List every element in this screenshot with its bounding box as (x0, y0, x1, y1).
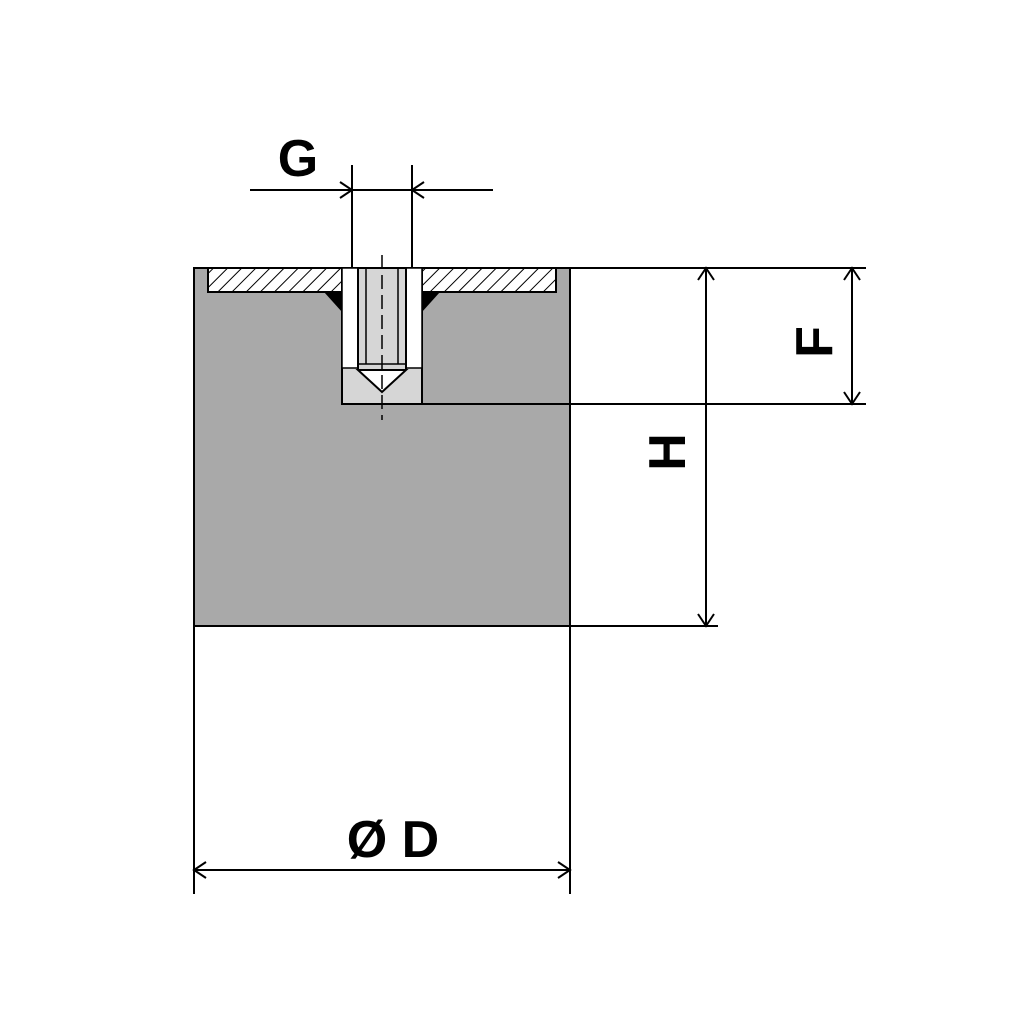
bore-inner-clearance-right (405, 267, 423, 369)
weld-left (324, 292, 342, 312)
metal-plate-right (421, 267, 557, 293)
label-f: F (786, 326, 844, 358)
dimension-d (192, 861, 572, 879)
dimension-f (843, 266, 861, 406)
label-d: Ø D (347, 811, 439, 869)
bore-inner-clearance (341, 267, 359, 369)
metal-plate-left (207, 267, 345, 293)
label-h: H (639, 433, 697, 471)
dimension-h (697, 266, 715, 628)
label-g: G (278, 130, 318, 188)
weld-right (422, 292, 440, 312)
metal-plate (207, 267, 557, 293)
dimension-g (250, 165, 493, 268)
